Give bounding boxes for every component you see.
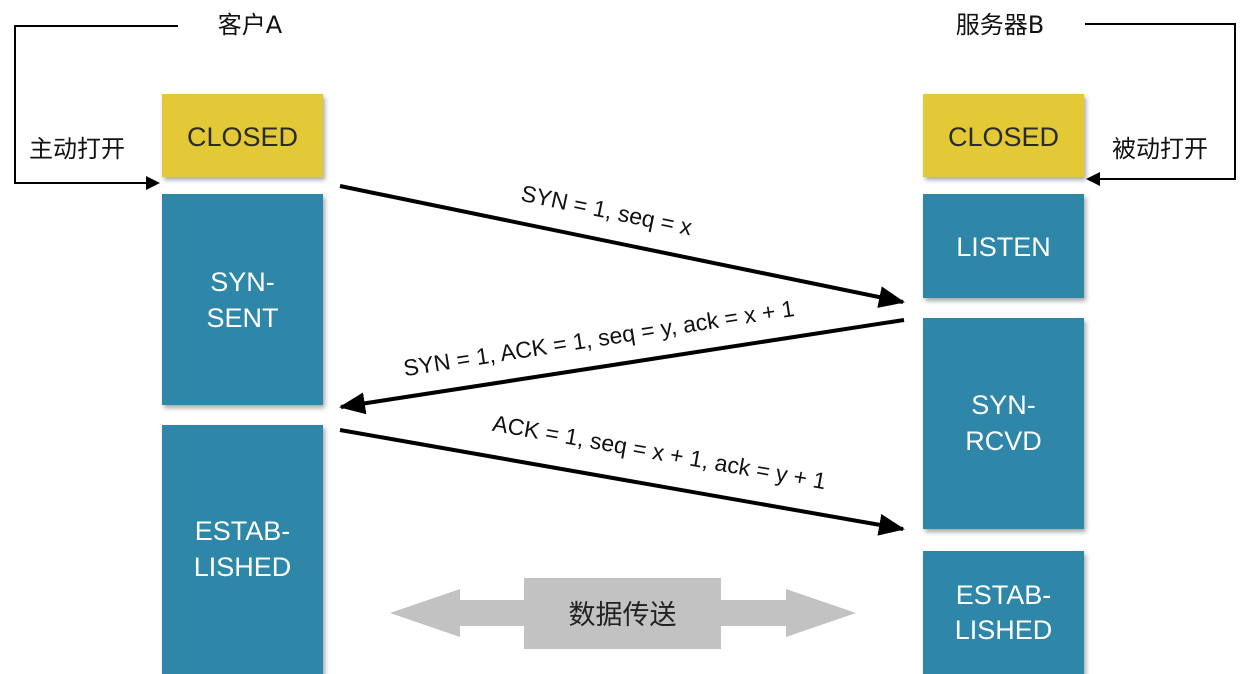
server-open-arrowhead	[1086, 172, 1100, 186]
data-transfer-box	[524, 578, 721, 649]
server-state-listen: LISTEN	[923, 194, 1084, 298]
state-label-line1: SYN-	[210, 267, 275, 297]
syn-message: SYN = 1, seq = x	[339, 180, 905, 308]
client-title: 客户A	[218, 11, 283, 39]
data-transfer-left-arrow	[390, 589, 524, 637]
client-state-established: ESTAB- LISHED	[162, 425, 323, 674]
client-open-arrowhead	[146, 176, 160, 190]
client-state-closed: CLOSED	[162, 94, 323, 177]
ack-message: ACK = 1, seq = x + 1, ack = y + 1	[339, 410, 905, 536]
syn-ack-message: SYN = 1, ACK = 1, seq = y, ack = x + 1	[339, 295, 905, 415]
state-label-line2: RCVD	[965, 426, 1042, 456]
active-open-label: 主动打开	[29, 135, 125, 163]
state-label-line1: ESTAB-	[195, 516, 291, 546]
server-state-syn-rcvd: SYN- RCVD	[923, 318, 1084, 529]
server-state-closed: CLOSED	[923, 94, 1084, 177]
data-transfer-label: 数据传送	[569, 600, 677, 631]
server-state-established: ESTAB- LISHED	[923, 551, 1084, 674]
server-open-connector	[1085, 23, 1236, 180]
client-open-connector	[14, 25, 178, 184]
state-label: LISTEN	[956, 232, 1051, 262]
client-state-syn-sent: SYN- SENT	[162, 194, 323, 405]
server-host: 服务器B 被动打开	[956, 11, 1236, 186]
state-label-line2: LISHED	[194, 552, 292, 582]
state-label-line2: SENT	[206, 303, 278, 333]
passive-open-label: 被动打开	[1112, 135, 1208, 163]
syn-message-label: SYN = 1, seq = x	[519, 180, 695, 241]
data-transfer-right-arrow	[721, 589, 856, 637]
state-label-line1: SYN-	[971, 390, 1036, 420]
state-label-line2: LISHED	[955, 615, 1053, 645]
state-label: CLOSED	[948, 122, 1059, 152]
ack-message-label: ACK = 1, seq = x + 1, ack = y + 1	[491, 410, 829, 494]
server-title: 服务器B	[956, 11, 1044, 39]
data-transfer-arrow: 数据传送	[390, 578, 856, 649]
state-label-line1: ESTAB-	[956, 580, 1052, 610]
state-label: CLOSED	[187, 122, 298, 152]
client-host: 客户A 主动打开	[14, 11, 283, 190]
